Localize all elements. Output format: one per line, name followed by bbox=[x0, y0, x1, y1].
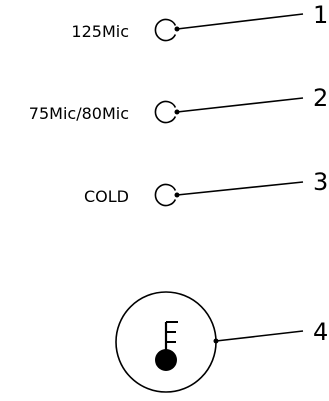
setting-row-3: COLD 3 bbox=[84, 168, 328, 207]
thermostat-knob: 4 bbox=[115, 291, 328, 393]
setting-label-1: 125Mic bbox=[71, 22, 129, 41]
setting-label-3: COLD bbox=[84, 187, 129, 206]
callout-number-3: 3 bbox=[313, 168, 328, 196]
indicator-light-1 bbox=[154, 18, 177, 42]
thermometer-icon bbox=[155, 321, 178, 371]
indicator-light-3 bbox=[154, 183, 177, 207]
callout-number-4: 4 bbox=[313, 318, 328, 346]
setting-label-2: 75Mic/80Mic bbox=[29, 104, 129, 123]
leader-line-2 bbox=[176, 97, 304, 113]
leader-line-3 bbox=[176, 181, 304, 196]
leader-line-1 bbox=[176, 13, 304, 30]
indicator-light-2 bbox=[154, 100, 177, 124]
callout-number-1: 1 bbox=[313, 1, 328, 29]
leader-line-4 bbox=[215, 330, 304, 342]
setting-row-1: 125Mic 1 bbox=[71, 1, 328, 42]
setting-row-2: 75Mic/80Mic 2 bbox=[29, 84, 328, 124]
callout-number-2: 2 bbox=[313, 84, 328, 112]
